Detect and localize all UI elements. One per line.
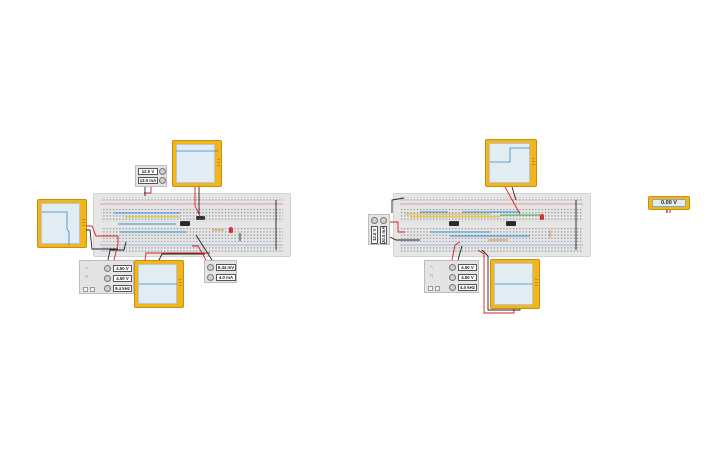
scope-screen: [489, 143, 530, 183]
fg-right-amplitude-knob[interactable]: [449, 264, 456, 271]
fg-left-offset-readout: 4.50 V: [113, 275, 132, 282]
scope-screen: [41, 203, 80, 244]
scope-controls: [217, 159, 220, 167]
ps-left-current-readout: 13.0 mA: [138, 177, 158, 184]
square-wave-icon: ⊓: [85, 274, 89, 279]
fg-left-mode-switch-2[interactable]: [90, 287, 95, 292]
ps2-current-readout: 4.0 mA: [216, 274, 236, 281]
fg-right-offset-knob[interactable]: [449, 274, 456, 281]
fg-left-amplitude-knob[interactable]: [104, 265, 111, 272]
fg-right-frequency-readout: 4.0 kHz: [458, 284, 477, 291]
breadboard-left[interactable]: [93, 193, 291, 257]
fg-left-offset-knob[interactable]: [104, 275, 111, 282]
fg-left-frequency-readout: 9.4 kHz: [113, 285, 132, 292]
scope-screen: [138, 264, 177, 304]
oscilloscope-right-top[interactable]: [485, 139, 537, 187]
scope-controls: [82, 218, 85, 227]
oscilloscope-left-bottom[interactable]: [134, 260, 184, 308]
ps2-voltage-readout: 9.44 mV: [216, 264, 236, 271]
fg-left-mode-switch-1[interactable]: [83, 287, 88, 292]
scope-screen: [494, 263, 533, 305]
function-generator-right[interactable]: ∿ ⊓ 4.50 V 4.50 V 4.0 kHz: [424, 260, 479, 293]
chip-right-2[interactable]: [506, 221, 516, 226]
ps-right-current-readout: 20.0 mA: [380, 226, 387, 244]
ps-right-voltage-readout: 12.0 V: [371, 226, 378, 244]
scope-controls: [179, 279, 182, 288]
ps-left-current-knob[interactable]: [159, 177, 166, 184]
ps-right-current-knob[interactable]: [380, 217, 387, 224]
ps-left-voltage-readout: 12.0 V: [138, 168, 158, 175]
fg-right-frequency-knob[interactable]: [449, 284, 456, 291]
sine-wave-icon: ∿: [430, 264, 434, 269]
led-right[interactable]: [540, 214, 544, 220]
fg-right-mode-switch-2[interactable]: [435, 286, 440, 291]
chip-left-1[interactable]: [180, 221, 190, 226]
breadboard-right[interactable]: [393, 193, 591, 257]
fg-left-amplitude-readout: 4.50 V: [113, 265, 132, 272]
ps2-voltage-knob[interactable]: [207, 264, 214, 271]
oscilloscope-right-bottom[interactable]: [490, 259, 540, 309]
ps-right-voltage-knob[interactable]: [371, 217, 378, 224]
ps-left-voltage-knob[interactable]: [159, 168, 166, 175]
ps2-current-knob[interactable]: [207, 274, 214, 281]
chip-left-2[interactable]: [196, 216, 205, 220]
fg-left-frequency-knob[interactable]: [104, 285, 111, 292]
chip-right-1[interactable]: [449, 221, 459, 226]
power-supply-right[interactable]: 12.0 V 20.0 mA: [368, 214, 390, 245]
scope-screen: [176, 144, 215, 183]
scope-controls: [532, 158, 535, 167]
function-generator-left[interactable]: ∿ ⊓ 4.50 V 4.50 V 9.4 kHz: [79, 260, 134, 294]
power-supply-left-2[interactable]: 9.44 mV 4.0 mA: [204, 260, 237, 283]
multimeter-display: 0.00 V: [652, 199, 686, 207]
fg-right-mode-switch-1[interactable]: [428, 286, 433, 291]
sine-wave-icon: ∿: [85, 265, 89, 270]
fg-right-amplitude-readout: 4.50 V: [458, 264, 477, 271]
oscilloscope-left-side[interactable]: [37, 199, 87, 248]
scope-controls: [535, 279, 538, 288]
fg-right-offset-readout: 4.50 V: [458, 274, 477, 281]
square-wave-icon: ⊓: [430, 273, 434, 278]
multimeter[interactable]: 0.00 V: [648, 196, 690, 210]
led-left[interactable]: [229, 227, 233, 233]
power-supply-left[interactable]: 12.0 V 13.0 mA: [135, 165, 167, 187]
oscilloscope-left-top[interactable]: [172, 140, 222, 187]
